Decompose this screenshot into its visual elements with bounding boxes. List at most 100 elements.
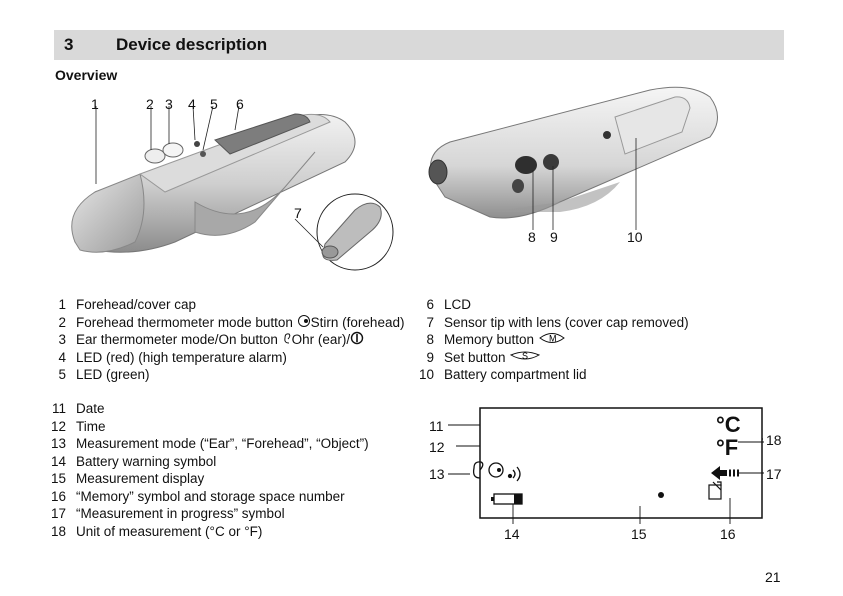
item-suffix: (ear)/ — [317, 332, 351, 347]
item-text: Date — [76, 401, 105, 416]
item-text: Sensor tip with lens (cover cap removed) — [444, 314, 689, 330]
memory-m-icon: M — [538, 331, 566, 350]
item-text: Time — [76, 418, 106, 434]
ear-mode-icon — [472, 461, 484, 479]
item-number: 2 — [58, 314, 66, 330]
forehead-cover-cap — [71, 173, 145, 253]
callout-3: 3 — [165, 96, 173, 112]
section-number: 3 — [64, 35, 74, 54]
callout-4: 4 — [188, 96, 196, 112]
memory-button-photo — [515, 156, 537, 174]
item-number: 10 — [418, 367, 434, 382]
callout-2: 2 — [146, 96, 154, 112]
callout-12: 12 — [429, 439, 445, 455]
thermometer-front-illustration — [71, 105, 394, 271]
callout-10: 10 — [627, 229, 643, 245]
callout-11: 11 — [429, 418, 444, 434]
list-item: 3 Ear thermometer mode/On button Ohr (ea… — [46, 331, 426, 349]
item-number: 12 — [50, 418, 66, 434]
lcd-diagram — [448, 407, 764, 524]
item-number: 6 — [426, 297, 434, 312]
list-item: 12 Time — [46, 418, 426, 436]
callout-8: 8 — [528, 229, 536, 245]
measurement-in-progress-icon — [711, 466, 739, 480]
ear-ohr-icon — [282, 331, 292, 350]
parts-list-right: 6 LCD 7 Sensor tip with lens (cover cap … — [414, 296, 774, 384]
section-header: 3 Device description — [54, 30, 784, 60]
item-text: LED (green) — [76, 367, 150, 382]
unit-celsius: °C — [716, 412, 741, 437]
item-text: LCD — [444, 297, 472, 312]
item-number: 13 — [50, 436, 66, 451]
forehead-stirn-icon — [297, 314, 311, 333]
measurement-display-dot — [658, 492, 664, 498]
callout-6: 6 — [236, 96, 244, 112]
item-text: Ear thermometer mode/On button — [76, 332, 278, 347]
icon-label: Ohr — [291, 332, 315, 347]
list-item: 11 Date — [46, 400, 426, 418]
item-suffix: (forehead) — [342, 314, 405, 330]
forehead-button — [144, 148, 166, 164]
lcd-symbols-list: 11 Date 12 Time 13 Measurement mode (“Ear”,… — [46, 400, 426, 540]
section-title: Device description — [116, 35, 268, 54]
item-text: Forehead/cover cap — [76, 297, 197, 312]
list-item: 17 “Measurement in progress” symbol — [46, 505, 426, 523]
item-text: “Memory” symbol and storage space number — [76, 488, 345, 504]
list-item: 2 Forehead thermometer mode button Stirn… — [46, 314, 426, 332]
svg-text:S: S — [522, 351, 528, 361]
memory-symbol-icon — [708, 481, 722, 500]
list-item: 6 LCD — [414, 296, 774, 314]
callout-17: 17 — [766, 466, 782, 482]
parts-list-left: 1 Forehead/cover cap 2 Forehead thermome… — [46, 296, 426, 384]
list-item: 7 Sensor tip with lens (cover cap remove… — [414, 314, 774, 332]
item-text: Set button — [444, 349, 506, 365]
callout-16: 16 — [720, 526, 736, 542]
list-item: 4 LED (red) (high temperature alarm) — [46, 349, 426, 367]
page-number: 21 — [765, 569, 781, 585]
unit-fahrenheit: °F — [716, 435, 739, 460]
list-item: 8 Memory button M — [414, 331, 774, 349]
item-number: 17 — [50, 506, 66, 521]
callout-15: 15 — [631, 526, 647, 542]
overview-heading: Overview — [55, 67, 118, 83]
item-number: 18 — [50, 523, 66, 539]
list-item: 9 Set button S — [414, 349, 774, 367]
callout-5: 5 — [210, 96, 218, 112]
item-text: LED (red) (high temperature alarm) — [76, 349, 287, 365]
item-number: 16 — [50, 488, 66, 504]
list-item: 1 Forehead/cover cap — [46, 296, 426, 314]
callout-14: 14 — [504, 526, 520, 542]
item-number: 11 — [51, 401, 66, 416]
power-icon — [350, 331, 364, 350]
item-number: 3 — [58, 332, 66, 347]
item-text: Battery warning symbol — [76, 453, 217, 469]
item-text: Forehead thermometer mode button — [76, 314, 293, 330]
item-text: Measurement display — [76, 471, 205, 486]
item-text: Memory button — [444, 332, 535, 347]
item-text: Battery compartment lid — [444, 367, 587, 382]
item-number: 9 — [426, 349, 434, 365]
item-text: Unit of measurement (°C or °F) — [76, 523, 263, 539]
list-item: 18 Unit of measurement (°C or °F) — [46, 523, 426, 541]
item-number: 1 — [58, 297, 66, 312]
list-item: 10 Battery compartment lid — [414, 366, 774, 384]
item-text: “Measurement in progress” symbol — [76, 506, 285, 521]
led-green — [200, 151, 206, 157]
item-text: Measurement mode (“Ear”, “Forehead”, “Ob… — [76, 436, 369, 451]
list-item: 5 LED (green) — [46, 366, 426, 384]
list-item: 13 Measurement mode (“Ear”, “Forehead”, “… — [46, 435, 426, 453]
object-mode-icon — [507, 466, 521, 482]
callout-1: 1 — [91, 96, 99, 112]
item-number: 8 — [426, 332, 434, 347]
item-number: 7 — [426, 314, 434, 330]
lcd-window — [214, 113, 311, 155]
thermometer-back-illustration — [428, 86, 718, 230]
callout-9: 9 — [550, 229, 558, 245]
callout-13: 13 — [429, 466, 445, 482]
ear-button — [162, 142, 184, 158]
svg-text:M: M — [549, 334, 557, 344]
battery-lid — [614, 96, 691, 155]
set-button-photo — [543, 154, 559, 170]
